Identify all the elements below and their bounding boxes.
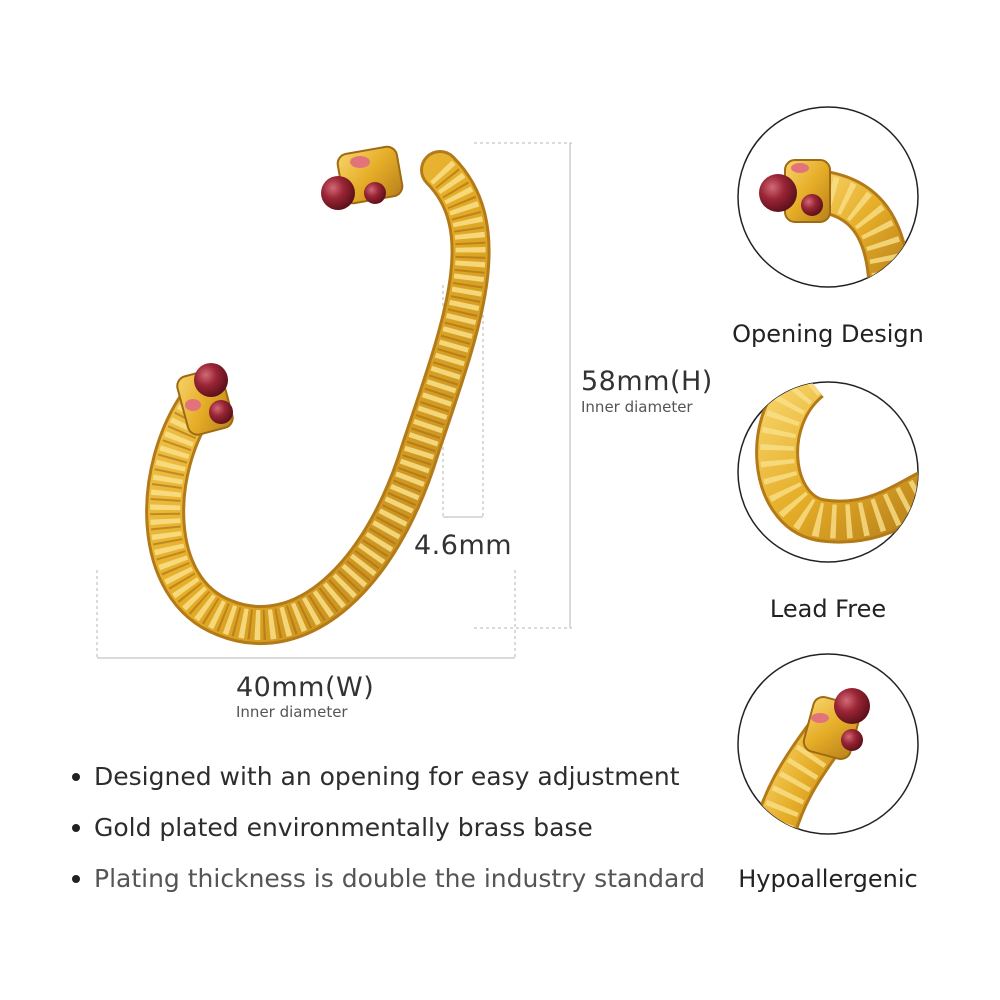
bullet-text: Gold plated environmentally brass base	[94, 813, 593, 842]
feature-circle-opening	[737, 106, 919, 288]
height-dimension: 58mm(H)	[581, 366, 713, 397]
bullet-dot-icon	[72, 874, 80, 883]
bangle-left-end	[176, 363, 234, 436]
height-note: Inner diameter	[581, 398, 693, 416]
bullet-text: Plating thickness is double the industry…	[94, 864, 706, 893]
feature-circle-lead-free	[737, 381, 919, 563]
bullet-item: Gold plated environmentally brass base	[72, 813, 593, 842]
feature-label-hypoallergenic: Hypoallergenic	[738, 865, 918, 893]
bullet-item: Plating thickness is double the industry…	[72, 864, 705, 893]
bullet-dot-icon	[72, 772, 80, 781]
feature-circle-hypoallergenic	[737, 653, 919, 835]
width-dimension: 40mm(W)	[236, 672, 375, 703]
feature-label-lead-free: Lead Free	[769, 595, 887, 623]
feature-label-opening: Opening Design	[732, 320, 924, 348]
bullet-text: Designed with an opening for easy adjust…	[94, 762, 680, 791]
bangle	[145, 145, 491, 645]
bullet-dot-icon	[72, 823, 80, 832]
width-note: Inner diameter	[236, 703, 348, 721]
thickness-dimension: 4.6mm	[414, 530, 513, 561]
bullet-item: Designed with an opening for easy adjust…	[72, 762, 680, 791]
bangle-right-end	[321, 145, 404, 210]
